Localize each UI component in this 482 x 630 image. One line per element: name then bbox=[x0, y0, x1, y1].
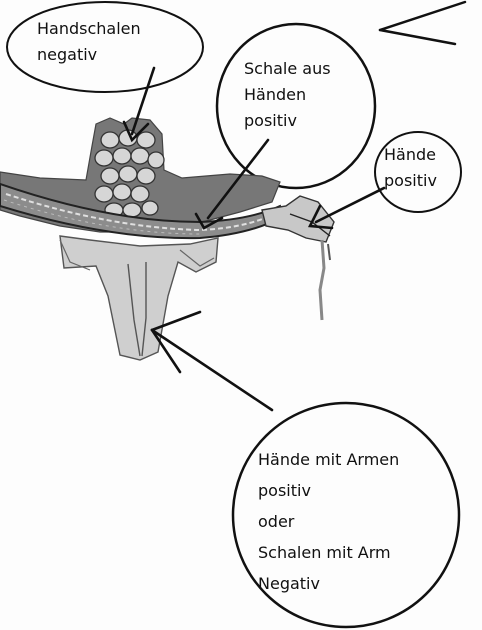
label-haende-positiv: Hände positiv bbox=[384, 142, 437, 194]
label-line: oder bbox=[258, 506, 399, 537]
label-line: Schalen mit Arm bbox=[258, 537, 399, 568]
label-line: positiv bbox=[258, 475, 399, 506]
arrow-top-right bbox=[380, 2, 465, 44]
label-line: Schale aus bbox=[244, 56, 331, 82]
pedestal bbox=[60, 236, 218, 360]
right-hands bbox=[262, 196, 334, 320]
label-line: Handschalen bbox=[37, 16, 141, 42]
label-line: Hände bbox=[384, 142, 437, 168]
label-line: positiv bbox=[384, 168, 437, 194]
label-schale-aus-haenden-positiv: Schale aus Händen positiv bbox=[244, 56, 331, 134]
label-handschalen-negativ: Handschalen negativ bbox=[37, 16, 141, 68]
label-line: positiv bbox=[244, 108, 331, 134]
pointer-haende-mit-armen bbox=[152, 330, 272, 410]
label-line: Negativ bbox=[258, 568, 399, 599]
label-line: negativ bbox=[37, 42, 141, 68]
label-line: Hände mit Armen bbox=[258, 444, 399, 475]
label-haende-mit-armen: Hände mit Armen positiv oder Schalen mit… bbox=[258, 444, 399, 599]
pointer-haende-positiv bbox=[316, 188, 384, 222]
label-line: Händen bbox=[244, 82, 331, 108]
